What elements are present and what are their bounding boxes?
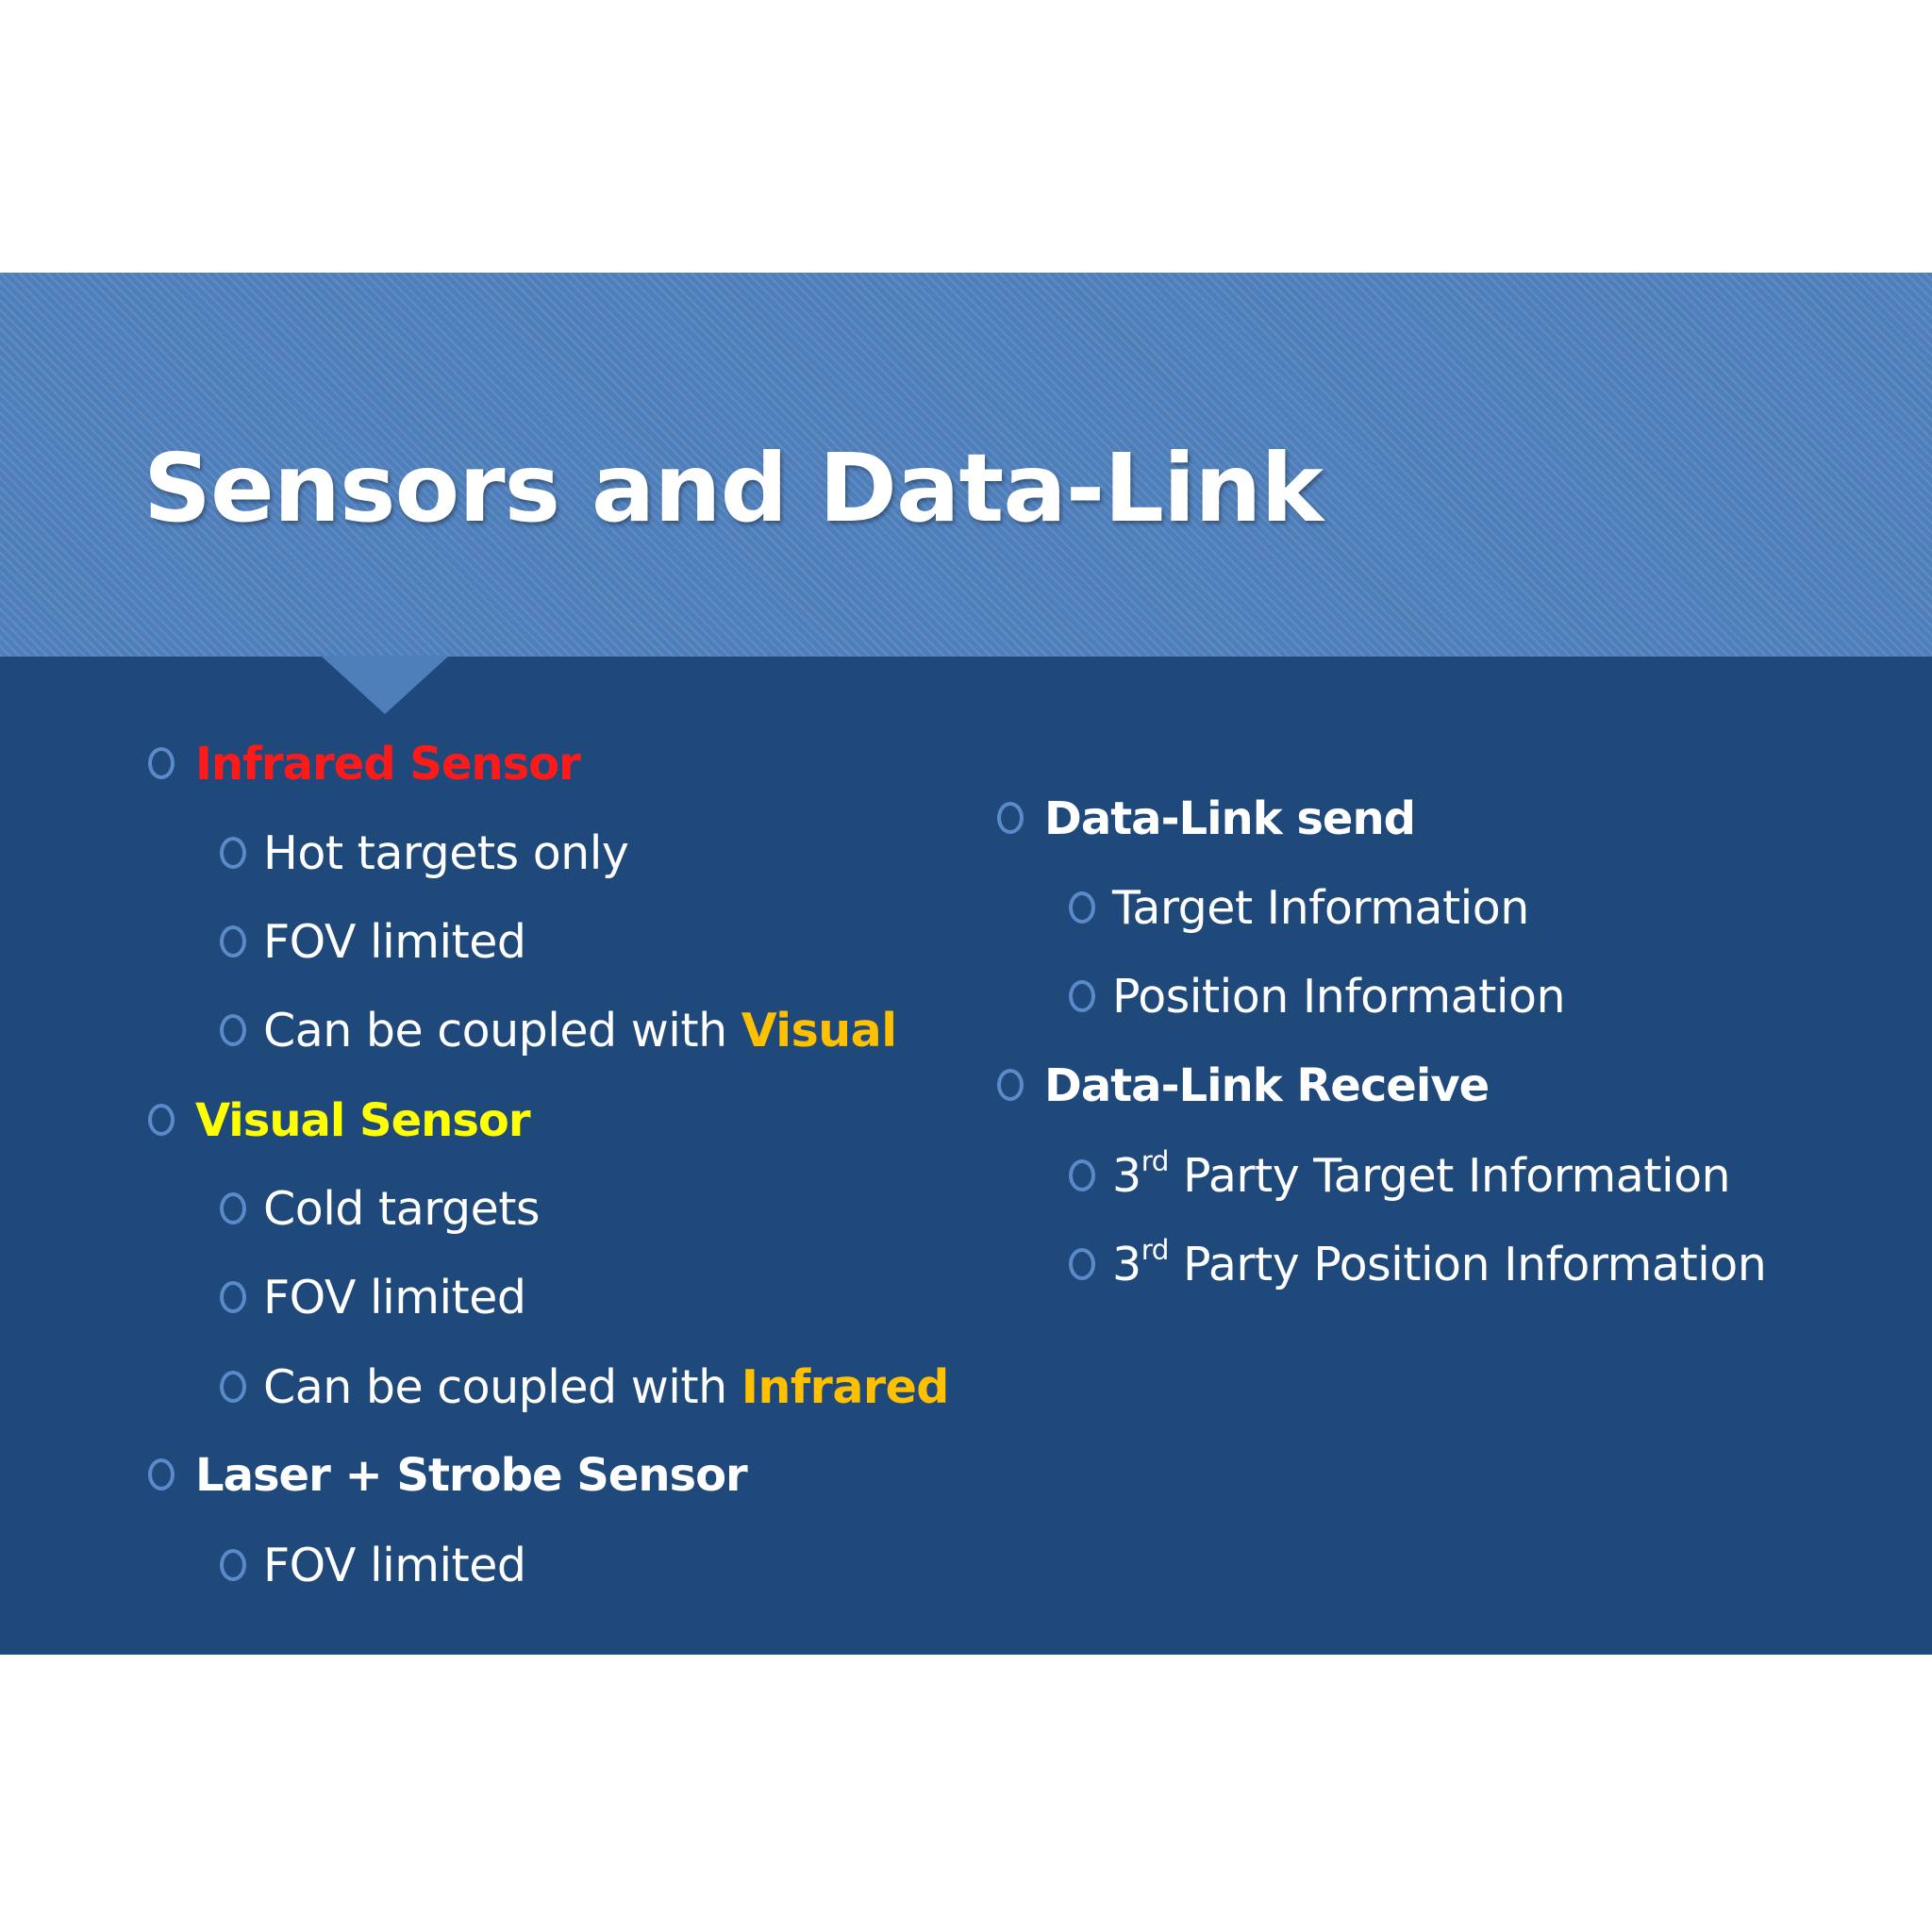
bullet-data-link-send: Data-Link send (997, 796, 1416, 841)
bullet-third-party-target: 3rd Party Target Information (1069, 1147, 1731, 1199)
title-pointer-arrow (321, 656, 449, 714)
ring-bullet-icon (220, 1013, 246, 1046)
ring-bullet-icon (997, 1069, 1024, 1101)
slide-title: Sensors and Data-Link (143, 433, 1324, 543)
ring-bullet-icon (220, 1280, 246, 1313)
ring-bullet-icon (148, 1104, 175, 1136)
slide: Sensors and Data-Link Infrared Sensor Ho… (0, 273, 1932, 1655)
ring-bullet-icon (220, 836, 246, 869)
ring-bullet-icon (1069, 891, 1095, 924)
bullet-position-information: Position Information (1069, 974, 1566, 1020)
ring-bullet-icon (148, 747, 175, 779)
bullet-coupled-visual: Can be coupled with Visual (220, 1008, 897, 1054)
bullet-hot-targets: Hot targets only (220, 830, 629, 876)
bullet-cold-targets: Cold targets (220, 1186, 541, 1232)
ring-bullet-icon (220, 924, 246, 958)
ring-bullet-icon (1069, 1158, 1095, 1191)
content-band (0, 657, 1932, 1655)
bullet-target-information: Target Information (1069, 885, 1529, 931)
bullet-fov-limited-laser: FOV limited (220, 1542, 526, 1589)
ring-bullet-icon (220, 1548, 246, 1581)
ring-bullet-icon (220, 1370, 246, 1403)
bullet-infrared-sensor: Infrared Sensor (148, 741, 581, 787)
title-band (0, 273, 1932, 657)
ring-bullet-icon (997, 802, 1024, 834)
bullet-third-party-position: 3rd Party Position Information (1069, 1236, 1767, 1288)
bullet-fov-limited-visual: FOV limited (220, 1274, 526, 1321)
bullet-fov-limited-ir: FOV limited (220, 919, 526, 965)
bullet-coupled-infrared: Can be coupled with Infrared (220, 1364, 949, 1410)
ring-bullet-icon (220, 1191, 246, 1224)
bullet-data-link-receive: Data-Link Receive (997, 1063, 1490, 1108)
ring-bullet-icon (1069, 1247, 1095, 1280)
bullet-laser-strobe-sensor: Laser + Strobe Sensor (148, 1453, 748, 1498)
ring-bullet-icon (1069, 979, 1095, 1012)
ring-bullet-icon (148, 1458, 175, 1491)
bullet-visual-sensor: Visual Sensor (148, 1098, 531, 1143)
